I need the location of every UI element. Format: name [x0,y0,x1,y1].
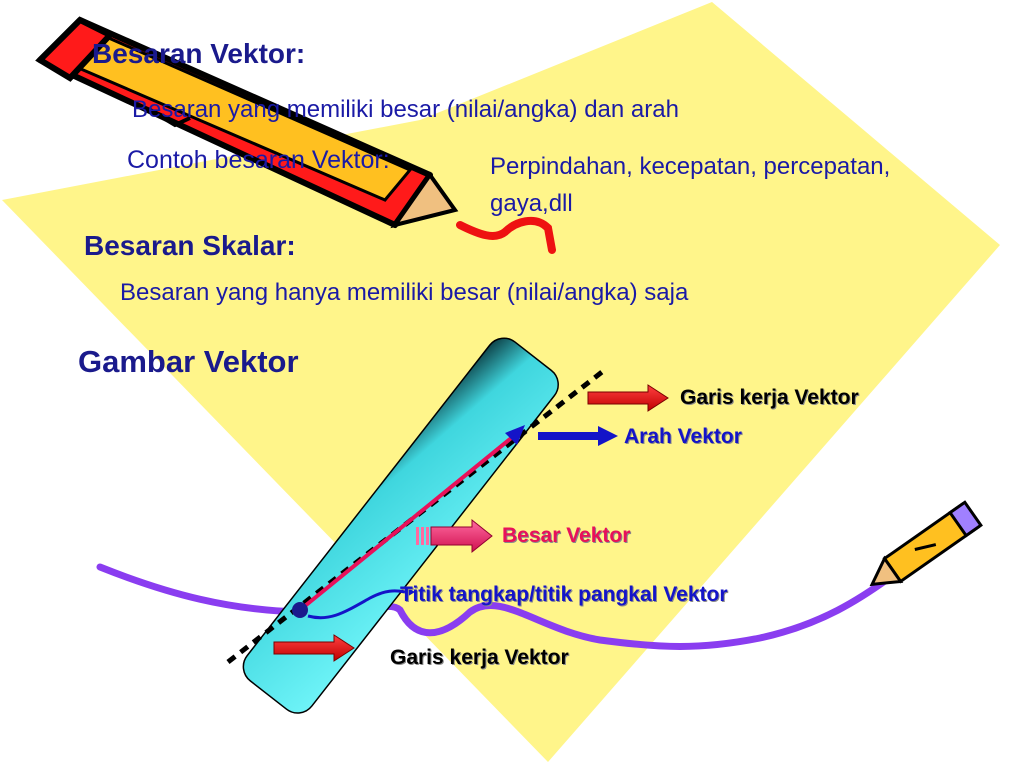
scalar-heading: Besaran Skalar: [84,230,296,261]
vector-definition: Besaran yang memiliki besar (nilai/angka… [132,96,679,123]
scalar-definition: Besaran yang hanya memiliki besar (nilai… [120,279,689,306]
label-line-of-action-top: Garis kerja Vektor [680,386,859,409]
origin-pointer-curve [307,589,406,620]
arrow-line-of-action-bottom [273,634,355,662]
pencil-illustration-small [869,500,983,587]
vector-arrowhead [505,425,525,445]
vector-example-label: Contoh besaran Vektor: [127,146,390,174]
figure-heading: Gambar Vektor [78,344,299,379]
arrow-magnitude [416,518,493,554]
label-magnitude: Besar Vektor [502,524,631,547]
label-line-of-action-bottom: Garis kerja Vektor [390,646,569,669]
vector-examples-line2: gaya,dll [490,190,573,217]
red-squiggle [456,216,556,254]
label-origin: Titik tangkap/titik pangkal Vektor [400,583,728,606]
arrow-line-of-action-top [587,384,669,412]
pencil-illustration-large [35,16,459,229]
vector-examples-line1: Perpindahan, kecepatan, percepatan, [490,153,891,180]
label-direction: Arah Vektor [624,425,742,448]
vector-line [298,433,517,612]
arrow-direction [538,426,618,446]
purple-curve [96,563,904,650]
vector-heading: Besaran Vektor: [92,38,306,69]
vector-origin-point [292,602,308,618]
